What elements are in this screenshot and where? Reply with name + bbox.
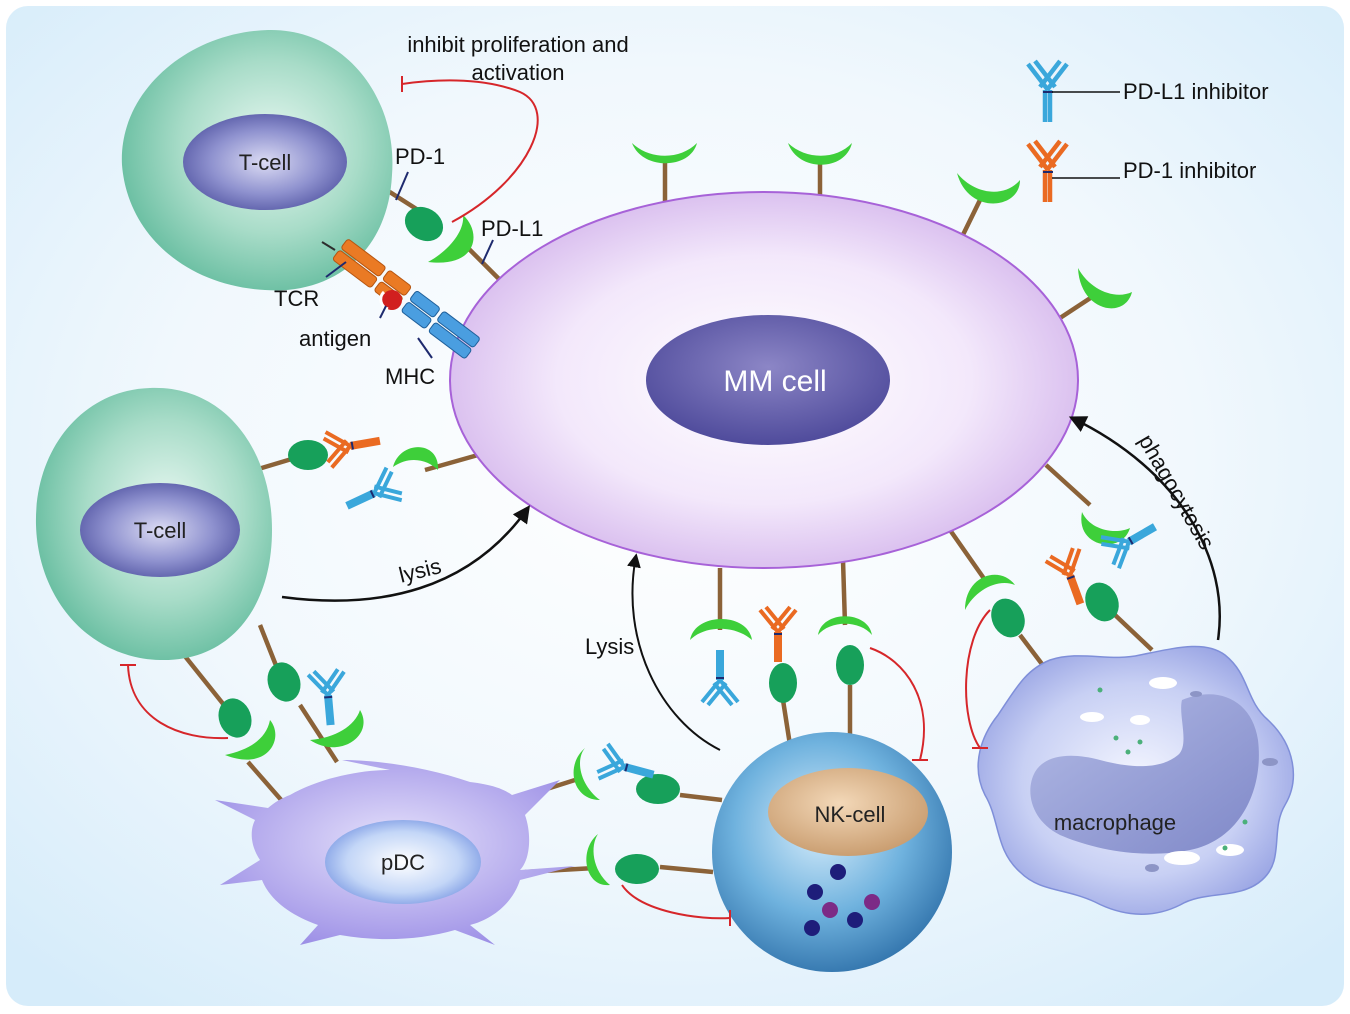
- antigen-label: antigen: [299, 326, 371, 351]
- pointer-lines: [325, 171, 494, 359]
- mm-cell-label: MM cell: [723, 365, 826, 398]
- macrophage-label: macrophage: [1054, 810, 1176, 835]
- t-cell-left-label: T-cell: [134, 518, 187, 543]
- inhibit-label-line1: inhibit proliferation and: [407, 32, 628, 57]
- pdc-label: pDC: [381, 850, 425, 875]
- legend-pd1-antibody-icon: [1026, 139, 1120, 202]
- pdl1-inhibitor-antibody-3: [596, 742, 655, 781]
- antibodies: [306, 430, 1157, 781]
- legend: PD-L1 inhibitor PD-1 inhibitor: [1026, 59, 1269, 202]
- pd1-inhibitor-antibody-1: [322, 430, 381, 469]
- legend-pd1-label: PD-1 inhibitor: [1123, 158, 1256, 183]
- pdl1-label: PD-L1: [481, 216, 543, 241]
- pdl1-ligands: [225, 143, 1132, 886]
- tcr-label: TCR: [274, 286, 319, 311]
- tcr-mhc-complex: [321, 239, 480, 359]
- pdl1-inhibitor-antibody-2: [306, 668, 346, 726]
- mhc-label: MHC: [385, 364, 435, 389]
- macrophage-vesicles: [1080, 677, 1278, 872]
- pdl1-inhibitor-antibody-1: [345, 466, 403, 510]
- pd1-label: PD-1: [395, 144, 445, 169]
- antigen-marker: [382, 290, 402, 310]
- pd1-inhibitor-antibody-2: [758, 605, 798, 662]
- activation-arrows: [281, 416, 1221, 751]
- nk-nucleus: [768, 768, 928, 856]
- nk-label: NK-cell: [815, 802, 886, 827]
- pdl1-inhibitor-antibody-4: [700, 650, 740, 707]
- pd1-receptors: [218, 206, 1119, 884]
- lysis-nk-label: Lysis: [585, 634, 634, 659]
- legend-pdl1-label: PD-L1 inhibitor: [1123, 79, 1269, 104]
- inhibition-arrows: [120, 76, 991, 926]
- t-cell-top-nucleus: [183, 114, 347, 210]
- t-cell-top-label: T-cell: [239, 150, 292, 175]
- inhibit-label-line2: activation: [472, 60, 565, 85]
- nk-granules: [804, 864, 880, 936]
- mm-nucleus: [646, 315, 890, 445]
- pd1-inhibitor-antibody-3: [1044, 547, 1085, 606]
- t-cell-left-nucleus: [80, 483, 240, 577]
- legend-pdl1-antibody-icon: [1026, 59, 1120, 122]
- pdc-nucleus: [325, 820, 481, 904]
- macrophage-nucleus: [1030, 694, 1259, 854]
- pdl1-inhibitor-antibody-5: [1100, 523, 1157, 570]
